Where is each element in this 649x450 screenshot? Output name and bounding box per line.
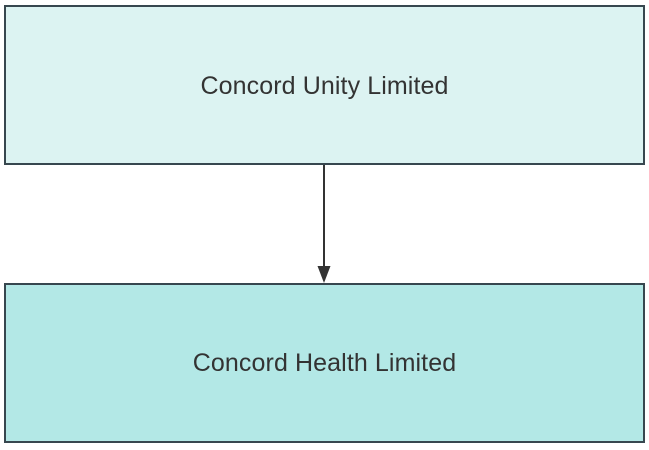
node-child-label: Concord Health Limited: [192, 348, 457, 377]
node-parent[interactable]: Concord Unity Limited: [4, 5, 645, 165]
arrowhead-icon: [317, 266, 331, 283]
edge-parent-to-child: [317, 165, 331, 283]
node-child[interactable]: Concord Health Limited: [4, 283, 645, 443]
node-parent-label: Concord Unity Limited: [200, 71, 449, 100]
